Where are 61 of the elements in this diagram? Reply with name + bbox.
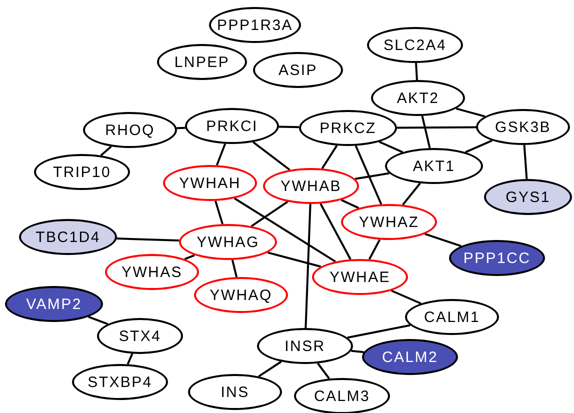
connector-line <box>396 126 476 129</box>
connector-line <box>126 353 134 365</box>
gene-node: PPP1R3A <box>209 7 301 43</box>
connector-line <box>347 324 410 339</box>
connector-line <box>390 290 422 304</box>
gene-node: PRKCZ <box>299 110 397 146</box>
gene-node: YWHAH <box>163 165 257 201</box>
gene-node: YWHAQ <box>194 277 288 313</box>
gene-node: CALM2 <box>362 339 458 375</box>
connector-line <box>465 140 492 154</box>
connector-line <box>421 116 431 148</box>
gene-node: PPP1CC <box>449 240 545 276</box>
connector-line <box>321 144 338 170</box>
connector-line <box>320 203 352 260</box>
connector-line <box>278 126 300 128</box>
connector-line <box>184 254 195 260</box>
connector-line <box>216 143 226 166</box>
gene-node: YWHAE <box>312 259 408 295</box>
gene-node: TRIP10 <box>34 154 130 190</box>
connector-line <box>214 200 224 224</box>
gene-node: VAMP2 <box>5 286 103 322</box>
connector-line <box>368 239 381 260</box>
connector-line <box>317 362 330 380</box>
connector-line <box>252 141 290 171</box>
connector-line <box>523 144 528 180</box>
gene-node: ASIP <box>253 52 343 88</box>
gene-node: PRKCI <box>185 108 279 144</box>
gene-node: YWHAZ <box>341 204 437 240</box>
gene-node: STX4 <box>97 318 183 354</box>
connector-line <box>116 238 180 242</box>
connector-line <box>88 316 108 325</box>
connector-line <box>415 62 418 80</box>
connector-line <box>354 145 382 205</box>
gene-node: INS <box>188 374 282 410</box>
gene-node: LNPEP <box>157 44 247 80</box>
gene-node: YWHAS <box>105 254 199 290</box>
connector-line <box>176 126 186 130</box>
gene-node: GYS1 <box>484 179 572 215</box>
gene-node: YWHAB <box>263 168 359 204</box>
connector-line <box>351 350 364 354</box>
connector-line <box>267 252 322 268</box>
gene-node: CALM1 <box>405 299 499 335</box>
gene-node: INSR <box>257 328 353 364</box>
connector-line <box>424 233 462 247</box>
gene-node: RHOQ <box>83 112 177 148</box>
gene-node: YWHAG <box>179 224 277 260</box>
connector-line <box>231 260 238 278</box>
connector-line <box>354 172 390 180</box>
gene-node: AKT2 <box>371 80 465 116</box>
connector-line <box>378 140 404 154</box>
gene-node: CALM3 <box>294 378 390 413</box>
gene-node: GSK3B <box>476 109 570 145</box>
connector-line <box>340 199 360 209</box>
gene-node: AKT1 <box>385 148 483 184</box>
gene-node: TBC1D4 <box>19 219 117 255</box>
gene-node: SLC2A4 <box>367 27 463 63</box>
connector-line <box>304 204 312 328</box>
connector-line <box>456 108 486 118</box>
gene-node: STXBP4 <box>72 364 168 400</box>
connector-line <box>100 146 112 156</box>
connector-line <box>402 182 421 206</box>
